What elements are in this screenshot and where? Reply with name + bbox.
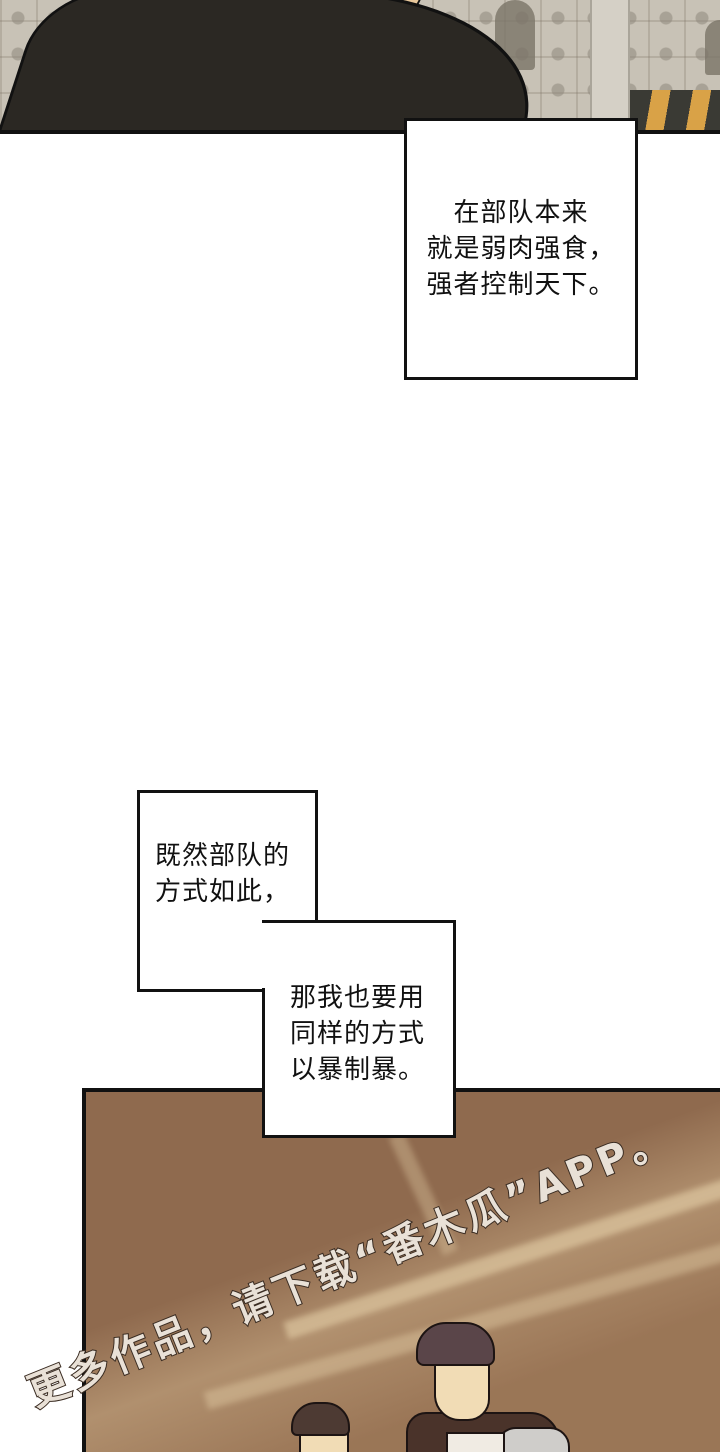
narration-line: 方式如此，: [155, 877, 291, 907]
narration-box-1: 在部队本来 就是弱肉强食， 强者控制天下。: [404, 118, 638, 380]
hazard-stripes: [630, 90, 720, 130]
narration-line: 就是弱肉强食，: [426, 234, 616, 264]
narration-line: 那我也要用: [290, 983, 426, 1013]
box-edge: [315, 790, 318, 923]
target-silhouette: [705, 20, 720, 75]
narration-line: 强者控制天下。: [426, 270, 616, 300]
box-join: [262, 923, 318, 988]
narration-line: 在部队本来: [453, 198, 589, 228]
shirt: [446, 1432, 505, 1452]
narration-line: 以暴制暴。: [290, 1055, 426, 1085]
narration-text-2-upper: 既然部队的 方式如此，: [155, 838, 290, 910]
narration-box-2-lower: [262, 920, 456, 1138]
top-comic-panel: [0, 0, 720, 134]
hair: [416, 1322, 495, 1366]
hair: [291, 1402, 350, 1436]
narration-line: 同样的方式: [290, 1019, 426, 1049]
narration-line: 既然部队的: [155, 841, 291, 871]
wall-pillar: [590, 0, 630, 130]
bottom-comic-panel: [82, 1088, 720, 1452]
narration-text-2-lower: 那我也要用 同样的方式 以暴制暴。: [290, 980, 425, 1088]
